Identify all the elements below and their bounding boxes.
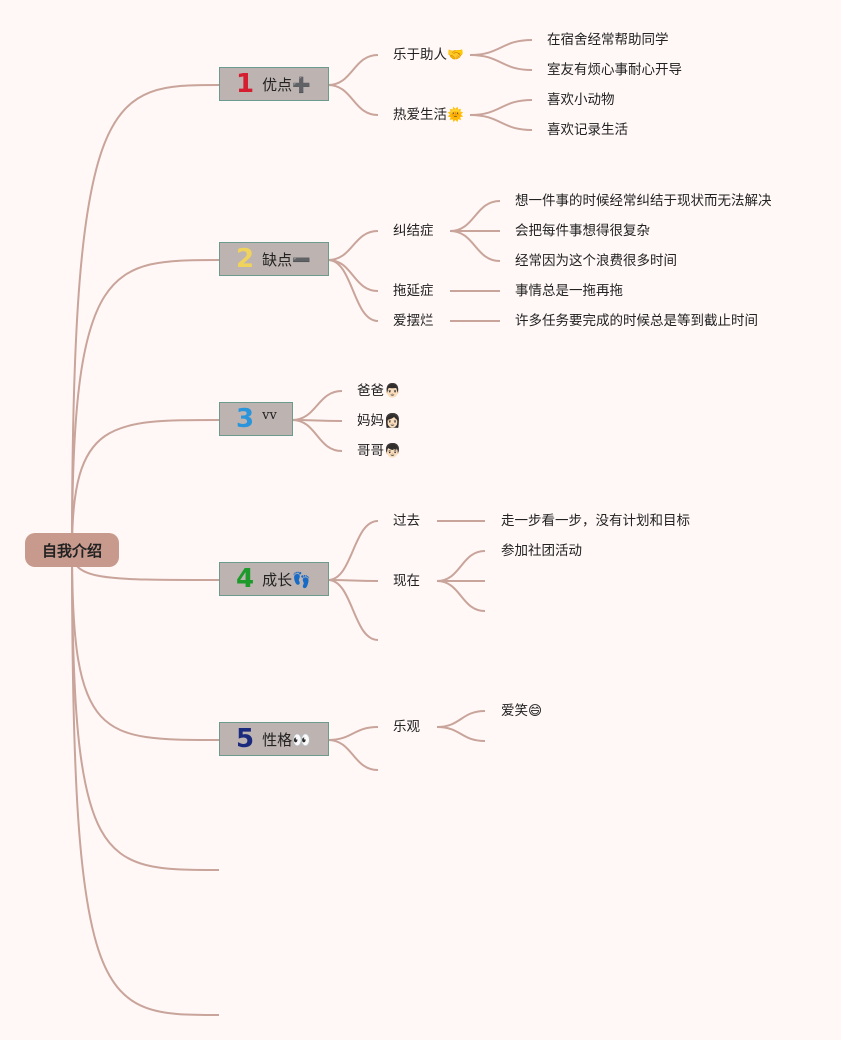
number-badge-2: 2: [236, 244, 255, 274]
connector-line: [71, 419, 220, 551]
branch-node-weaknesses[interactable]: 2 缺点➖: [219, 242, 329, 276]
topic-slacking[interactable]: 爱摆烂: [393, 313, 434, 329]
number-badge-1: 1: [236, 69, 255, 99]
connector-line: [469, 39, 533, 56]
root-node[interactable]: 自我介绍: [25, 533, 119, 567]
connector-line: [71, 259, 220, 551]
topic-love-life[interactable]: 热爱生活🌞: [393, 107, 464, 123]
number-badge-4: 4: [236, 564, 255, 594]
connector-line: [327, 579, 379, 641]
branch-label: 缺点➖: [262, 250, 311, 269]
number-badge-3: 3: [236, 404, 255, 434]
connector-line: [449, 200, 501, 232]
subtopic[interactable]: 参加社团活动: [501, 543, 582, 559]
topic-dad[interactable]: 爸爸👨🏻: [357, 383, 401, 399]
topic-mom[interactable]: 妈妈👩🏻: [357, 413, 401, 429]
connector-line: [436, 726, 486, 742]
number-badge-5: 5: [236, 724, 255, 754]
subtopic[interactable]: 许多任务要完成的时候总是等到截止时间: [515, 313, 758, 329]
branch-label: 优点➕: [262, 75, 311, 94]
branch-node-strengths[interactable]: 1 优点➕: [219, 67, 329, 101]
subtopic[interactable]: 爱笑😄: [501, 703, 543, 719]
connector-line: [71, 549, 220, 741]
connector-line: [436, 550, 486, 582]
connector-line: [469, 114, 533, 131]
subtopic[interactable]: 想一件事的时候经常纠结于现状而无法解决: [515, 193, 772, 209]
branch-node-growth[interactable]: 4 成长👣: [219, 562, 329, 596]
topic-present[interactable]: 现在: [393, 573, 420, 589]
topic-indecisive[interactable]: 纠结症: [393, 223, 434, 239]
connector-line: [71, 549, 220, 1016]
connector-line: [291, 390, 343, 421]
connector-line: [436, 580, 486, 612]
connector-line: [327, 520, 379, 581]
subtopic[interactable]: 室友有烦心事耐心开导: [547, 62, 682, 78]
connector-line: [436, 710, 486, 728]
subtopic[interactable]: 喜欢小动物: [547, 92, 615, 108]
topic-helpful[interactable]: 乐于助人🤝: [393, 47, 464, 63]
connector-line: [327, 84, 379, 116]
connector-line: [71, 549, 220, 871]
subtopic[interactable]: 会把每件事想得很复杂: [515, 223, 650, 239]
connector-line: [327, 579, 379, 582]
connector-line: [469, 99, 533, 116]
connector-line: [449, 230, 501, 262]
root-label: 自我介绍: [41, 541, 102, 560]
connector-line: [469, 54, 533, 71]
connector-line: [71, 84, 220, 551]
subtopic[interactable]: 喜欢记录生活: [547, 122, 628, 138]
connector-line: [327, 54, 379, 86]
topic-brother[interactable]: 哥哥👦🏻: [357, 443, 401, 459]
topic-past[interactable]: 过去: [393, 513, 420, 529]
branch-label: 成长👣: [262, 570, 311, 589]
subtopic[interactable]: 走一步看一步，没有计划和目标: [501, 513, 690, 529]
branch-node-personality[interactable]: 5 性格👀: [219, 722, 329, 756]
branch-node-family[interactable]: 3 vv: [219, 402, 293, 436]
subtopic[interactable]: 经常因为这个浪费很多时间: [515, 253, 677, 269]
subtopic[interactable]: 事情总是一拖再拖: [515, 283, 623, 299]
branch-label: 性格👀: [262, 730, 311, 749]
connector-line: [327, 230, 379, 261]
connector-line: [291, 419, 343, 452]
connector-line: [327, 259, 379, 322]
connector-line: [327, 739, 379, 771]
topic-optimistic[interactable]: 乐观: [393, 719, 420, 735]
connector-line: [327, 259, 379, 292]
subtopic[interactable]: 在宿舍经常帮助同学: [547, 32, 669, 48]
branch-label: vv: [262, 407, 277, 423]
connector-line: [327, 726, 379, 741]
topic-procrastination[interactable]: 拖延症: [393, 283, 434, 299]
